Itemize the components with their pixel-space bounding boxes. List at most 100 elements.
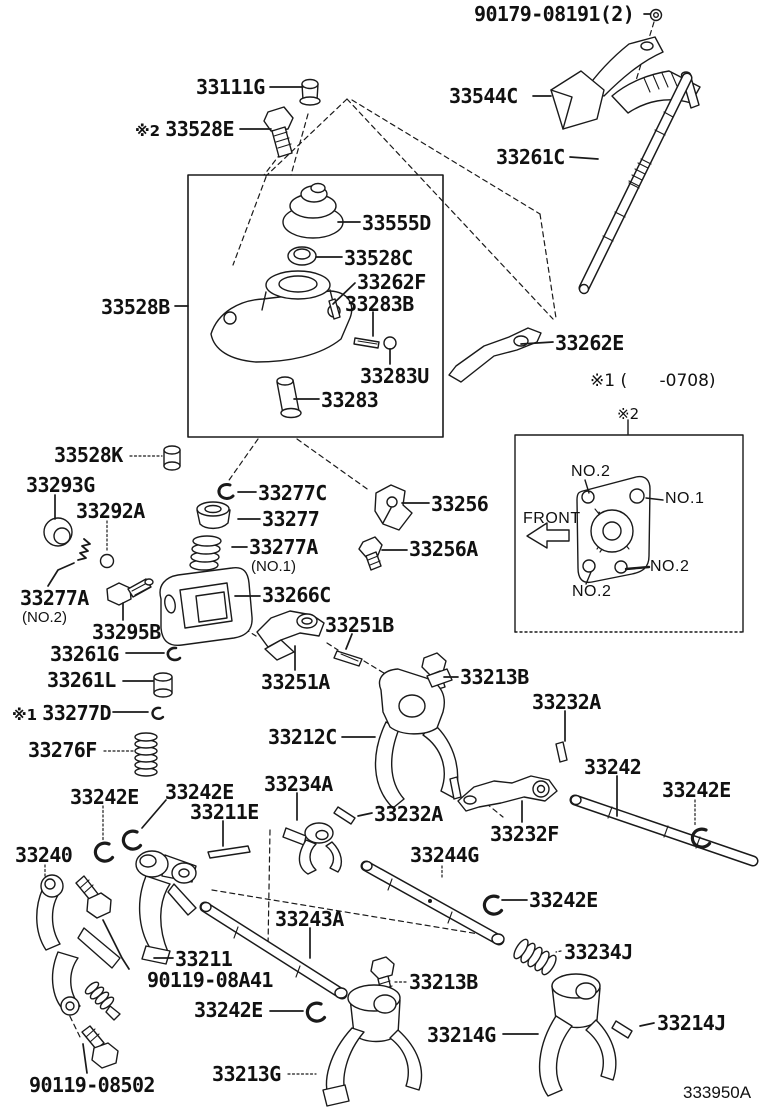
clip-33242e-drawings [93,827,712,1023]
figure-code: 333950A [683,1083,752,1102]
pin-33283b-drawing [353,337,380,349]
part-number-label: 33261G [50,644,119,664]
part-number-label: 90119-08A41 [147,970,273,990]
part-number-label: 33261C [496,147,565,167]
part-number-label: 33277A(NO.2) [20,588,89,625]
part-number-label: 33261L [47,670,116,690]
part-number-text: 33277A [20,586,89,610]
dotted-leader-lines [44,455,696,1075]
shaft-33243a-drawing [199,901,348,1000]
inset-housing-drawing [576,475,651,584]
pin-33232a1-drawing [555,741,568,763]
part-number-label: ※2 33528E [135,117,235,141]
part-number-text: 33232F [490,822,559,846]
part-number-text: 33277A [249,535,318,559]
plug-33295b-drawing [106,578,154,606]
part-number-text: 33555D [362,211,431,235]
part-number-label: 33544C [449,86,518,106]
nut-90179-drawing [649,8,663,22]
ball-33283u-drawing [383,336,397,350]
part-number-text: 33528K [54,443,123,467]
shaft-33244g-drawing [360,860,505,946]
part-number-text: 33292A [76,499,145,523]
part-number-label: 33232A [374,804,443,824]
part-number-label: 33283U [360,366,429,386]
fork-33214g-drawing [538,973,617,1097]
part-number-label: 33283 [321,390,379,410]
inset-marker-note: ※2 [617,405,640,423]
part-number-text: 33232A [374,802,443,826]
pin-33251b-drawing [333,650,363,667]
construction-lines [61,21,655,1038]
inset-no2-top-label: NO.2 [571,463,611,480]
part-number-text: 33283U [360,364,429,388]
part-number-text: 33528C [344,246,413,270]
spring-33277a1-drawing [189,535,222,571]
part-number-text: 33212C [268,725,337,749]
front-arrow-icon [526,522,570,549]
part-number-text: 33277D [42,701,111,725]
part-number-label: 33242E [70,787,139,807]
part-number-text: 33244G [410,843,479,867]
part-number-text: 33277C [258,481,327,505]
part-number-label: 33214G [427,1025,496,1045]
part-number-label: 33232A [532,692,601,712]
pin-33211e-drawing [207,845,251,859]
pin-33232a2-drawing [333,806,356,825]
shaft-33242-drawing [569,794,759,867]
inset-no1-label: NO.1 [665,490,705,507]
part-number-label: 33293G [26,475,95,495]
part-number-text: 33251A [261,670,330,694]
front-label: FRONT [523,510,581,527]
part-number-text: 33544C [449,84,518,108]
part-number-text: 33242E [70,785,139,809]
part-number-label: 33251A [261,672,330,692]
part-number-text: 33213B [460,665,529,689]
part-number-label: 33277C [258,483,327,503]
part-number-text: 33277 [262,507,320,531]
pin-33214j-drawing [611,1020,633,1039]
lever-set-33240-drawing [36,874,121,1021]
part-number-label: 90179-08191(2) [474,4,635,24]
part-number-label: 33213B [460,667,529,687]
bolt-90119-08502-drawing [81,1025,119,1069]
part-number-label: 33277A(NO.1) [249,537,318,574]
part-number-label: 33111G [196,77,265,97]
inset-no2-mid-label: NO.2 [650,558,690,575]
part-number-label: 33242E [662,780,731,800]
fork-33213g-drawing [322,984,423,1107]
part-number-label: 33256 [431,494,489,514]
part-number-text: 33214G [427,1023,496,1047]
part-number-text: 33283B [345,292,414,316]
part-number-text: 33261L [47,668,116,692]
part-number-text: 33528E [165,117,234,141]
spring-33234j-drawing [513,938,557,976]
part-number-label: 33266C [262,585,331,605]
part-number-text: 33242 [584,755,642,779]
bush-33528k-drawing [163,445,181,471]
clip-33277c-drawing [217,482,235,500]
part-number-label: 33262E [555,333,624,353]
head-33251a-drawing [256,610,325,661]
part-number-label: 33243A [275,909,344,929]
part-number-text: 33211E [190,800,259,824]
part-number-text: 33262E [555,331,624,355]
bush-33293g-drawing [43,517,73,547]
inset-leader-lines [584,479,664,585]
part-number-text: 33234A [264,772,333,796]
plug-33283-drawing [276,376,302,419]
part-number-text: 33243A [275,907,344,931]
part-number-label: 33213G [212,1064,281,1084]
part-number-text: 33242E [662,778,731,802]
note-marker: ※2 [135,122,166,140]
part-number-label: 33242E [165,782,234,802]
part-number-text: 33242E [165,780,234,804]
part-number-label: 90119-08502 [29,1075,155,1095]
effectivity-note: ※1 ( -0708) [590,371,716,391]
shift-lever-33544c-drawing [550,36,701,130]
part-number-text: 33266C [262,583,331,607]
part-number-text: 33293G [26,473,95,497]
part-number-label: 33242E [194,1000,263,1020]
